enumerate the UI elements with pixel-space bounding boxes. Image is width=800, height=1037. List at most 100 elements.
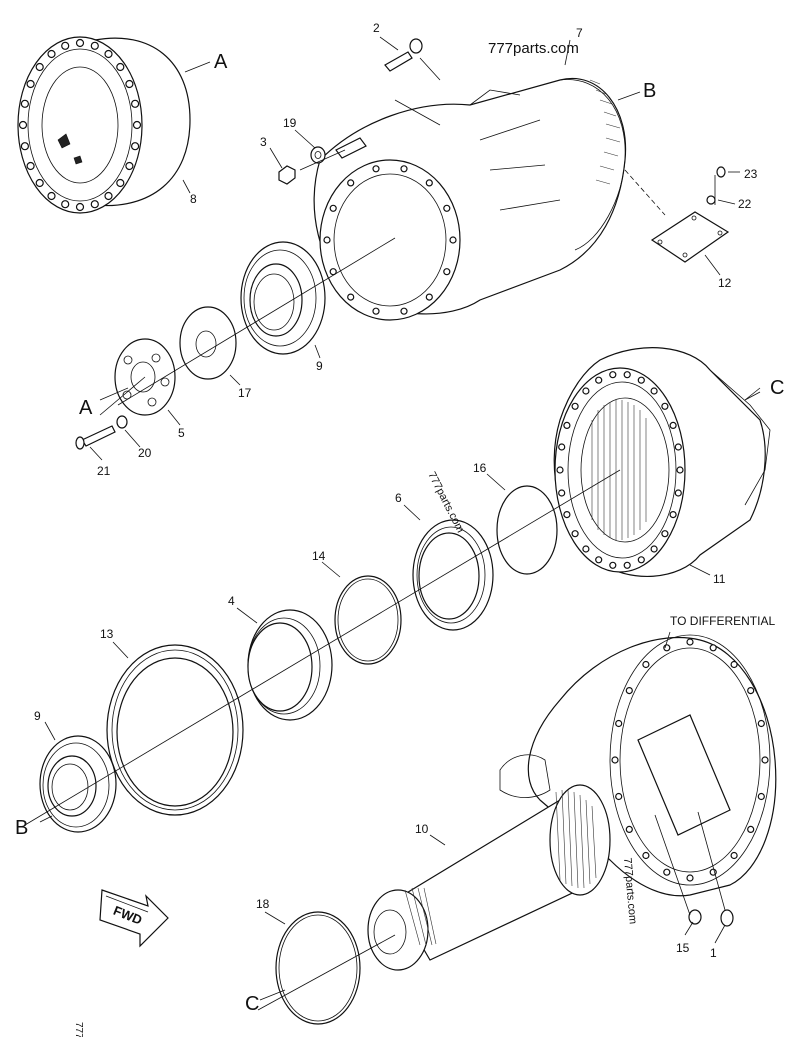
part-12-cover-plate[interactable] <box>650 211 730 263</box>
part-7-carrier-housing[interactable] <box>313 77 627 321</box>
bolt-head <box>75 202 85 212</box>
callout-6: 6 <box>395 491 402 505</box>
bolt-head <box>35 178 44 188</box>
bolt-head <box>595 376 603 384</box>
reference-letters: A B A C B C <box>15 51 784 1015</box>
bolt-head <box>730 851 738 860</box>
bolt-head <box>686 874 694 882</box>
bolt-head <box>35 62 44 72</box>
part-3-nut[interactable] <box>278 165 296 185</box>
part-9-bearing-lower[interactable] <box>39 735 117 833</box>
part-18-snap-ring[interactable] <box>275 911 361 1025</box>
callout-8: 8 <box>190 192 197 206</box>
part-11-ring-gear-housing[interactable] <box>553 347 771 577</box>
callout-23: 23 <box>744 167 758 181</box>
bolt-head <box>400 165 408 173</box>
bolt-head <box>443 268 451 276</box>
bolt-head <box>449 236 457 244</box>
bolt-head <box>90 41 99 50</box>
bolt-head <box>425 179 433 187</box>
part-1-bolt[interactable] <box>720 909 734 927</box>
bolt-head <box>75 38 85 48</box>
ref-c-right: C <box>770 377 784 399</box>
bolt-head <box>61 200 70 209</box>
callout-14: 14 <box>312 549 326 563</box>
part-13-large-ring[interactable] <box>106 644 244 816</box>
part-19-washer[interactable] <box>310 146 326 164</box>
callout-7: 7 <box>576 26 583 40</box>
bolt-head <box>611 756 619 764</box>
bolt-head <box>329 268 337 276</box>
watermark-bottom: 777parts.com <box>621 857 639 924</box>
bolt-head <box>650 545 658 553</box>
bolt-head <box>637 556 645 564</box>
part-22-bolt[interactable] <box>706 195 716 205</box>
part-4-bearing-cup[interactable] <box>247 609 333 721</box>
bolt-head <box>661 402 669 410</box>
bolt-head <box>757 719 765 728</box>
bolt-head <box>676 466 684 474</box>
bolt-head <box>347 293 355 301</box>
callout-13: 13 <box>100 627 114 641</box>
callout-10: 10 <box>415 822 429 836</box>
part-10-axle-shaft[interactable] <box>367 784 611 971</box>
part-17-shim[interactable] <box>179 306 237 380</box>
bolt-head <box>625 825 633 834</box>
bolt-head <box>615 792 623 801</box>
bolt-head <box>757 792 765 801</box>
bolt-head <box>674 489 682 497</box>
bolt-head <box>347 179 355 187</box>
bolt-head <box>47 49 56 59</box>
part-21-bolt[interactable] <box>75 425 116 450</box>
part-15-washer[interactable] <box>688 909 702 925</box>
callout-22: 22 <box>738 197 752 211</box>
bolt-head <box>90 200 99 209</box>
bolt-head <box>571 402 579 410</box>
part-8-hub-drum[interactable] <box>17 36 191 214</box>
bolt-head <box>615 719 623 728</box>
ref-c-bottom: C <box>245 993 259 1015</box>
bolt-head <box>18 120 28 130</box>
bolt-head <box>443 204 451 212</box>
bolt-head <box>26 79 35 89</box>
callout-16: 16 <box>473 461 487 475</box>
bolt-head <box>571 530 579 538</box>
bolt-head <box>558 489 566 497</box>
bolt-head <box>329 204 337 212</box>
callout-11: 11 <box>713 572 726 586</box>
bolt-head <box>323 236 331 244</box>
bolt-head <box>61 41 70 50</box>
bolt-head <box>125 161 134 171</box>
part-9-bearing-upper[interactable] <box>240 241 326 355</box>
callout-19: 19 <box>283 116 297 130</box>
bolt-head <box>582 545 590 553</box>
bolt-head <box>661 530 669 538</box>
bolt-head <box>582 387 590 395</box>
part-2-bolt[interactable] <box>384 38 423 72</box>
bolt-head <box>637 376 645 384</box>
bolt-head <box>104 191 113 201</box>
part-23-washer[interactable] <box>716 166 726 178</box>
part-14-ring[interactable] <box>334 575 402 665</box>
bolt-head <box>372 165 380 173</box>
bolt-head <box>116 62 125 72</box>
callout-3: 3 <box>260 135 267 149</box>
bolt-head <box>609 561 617 569</box>
bolt-head <box>47 191 56 201</box>
bolt-head <box>26 161 35 171</box>
part-16-snap-ring[interactable] <box>496 485 558 575</box>
bolt-head <box>761 756 769 764</box>
bolt-head <box>563 421 571 429</box>
bolt-head <box>674 443 682 451</box>
callout-5: 5 <box>178 426 185 440</box>
bolt-head <box>650 387 658 395</box>
part-20-washer[interactable] <box>116 415 128 429</box>
bolt-head <box>558 443 566 451</box>
ref-a-top: A <box>214 51 228 73</box>
bolt-head <box>669 421 677 429</box>
callout-18: 18 <box>256 897 270 911</box>
bolt-head <box>20 99 29 108</box>
to-differential-label: TO DIFFERENTIAL <box>670 614 775 628</box>
part-6-seal[interactable] <box>412 519 494 631</box>
